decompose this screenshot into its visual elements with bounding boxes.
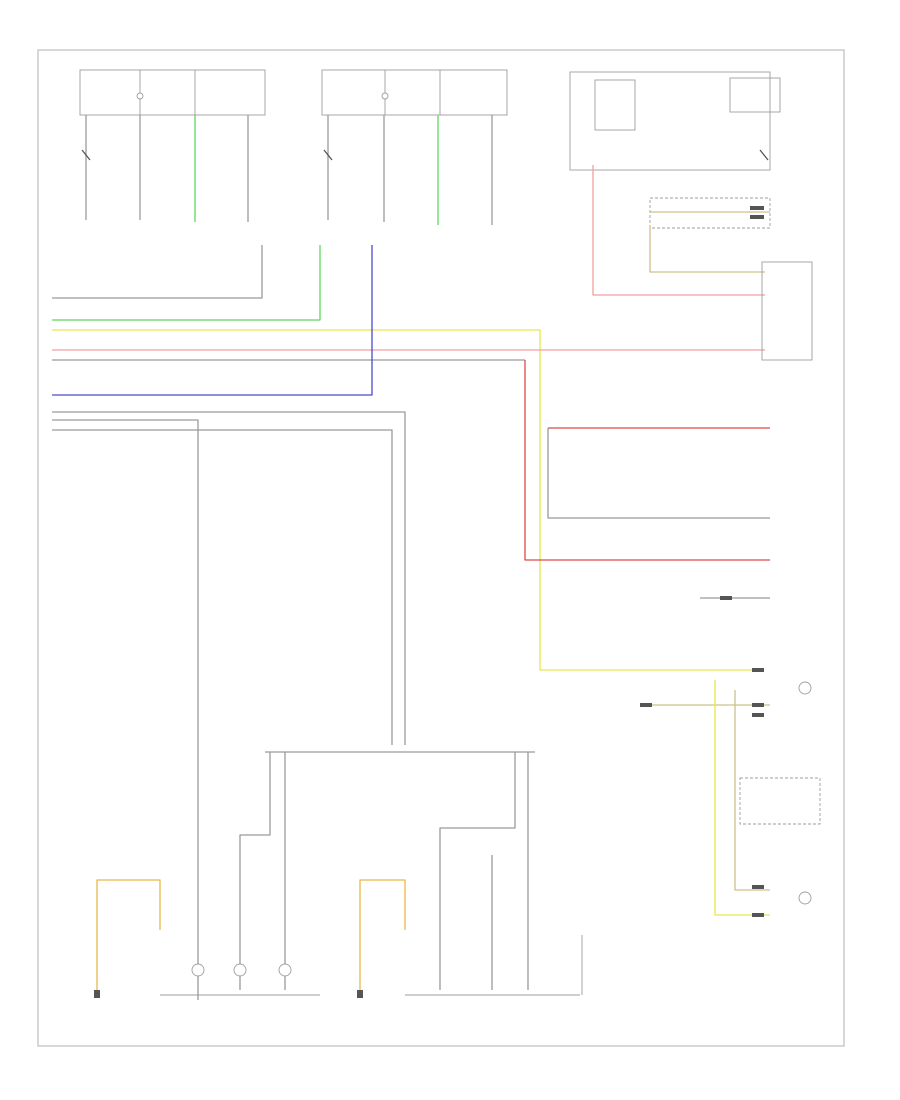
connector-icon xyxy=(752,913,764,917)
switch-symbols xyxy=(81,149,769,161)
bottom-distribution xyxy=(160,751,583,996)
right-side-wiring xyxy=(547,165,821,916)
connector-icon xyxy=(640,703,652,707)
switch-icon xyxy=(323,149,333,161)
connector-icon xyxy=(752,885,764,889)
connector-icon xyxy=(752,713,764,717)
connector-icon xyxy=(720,596,732,600)
ground-loops xyxy=(94,879,406,998)
trunk-wires xyxy=(52,245,770,1000)
top-left-module xyxy=(79,69,508,116)
bulb-icon xyxy=(233,963,247,977)
ground-symbol-icon xyxy=(94,990,100,998)
top-right-module xyxy=(569,71,781,229)
bulb-icon xyxy=(381,92,389,100)
top-left-feeds xyxy=(85,115,493,225)
bulb-icon xyxy=(136,92,144,100)
bulb-icon xyxy=(278,963,292,977)
connector-icon xyxy=(752,703,764,707)
switch-icon xyxy=(759,149,769,161)
connector-icon xyxy=(752,668,764,672)
switch-icon xyxy=(81,149,91,161)
bulb-icon xyxy=(798,891,812,905)
diagram-frame xyxy=(37,49,845,1047)
bulb-icon xyxy=(798,681,812,695)
connector-icon xyxy=(750,215,764,219)
connector-marks xyxy=(640,206,764,917)
ground-symbol-icon xyxy=(357,990,363,998)
connector-icon xyxy=(750,206,764,210)
bulb-icon xyxy=(191,963,205,977)
